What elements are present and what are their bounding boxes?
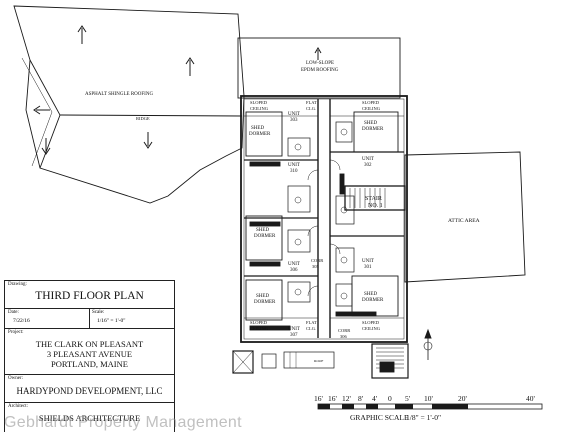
project-address: 3 PLEASANT AVENUE: [46, 349, 133, 359]
sloped-ceiling-label: CEILING: [362, 106, 381, 111]
roof-label-main: ASPHALT SHINGLE ROOFING: [85, 92, 153, 97]
title-block-drawing: Drawing: THIRD FLOOR PLAN: [4, 280, 175, 308]
architect-caption: Architect:: [8, 404, 28, 409]
dormer-label: DORMER: [249, 132, 271, 137]
attic-label: ATTIC AREA: [448, 218, 480, 224]
dormer-label: DORMER: [254, 234, 276, 239]
unit-label: UNIT: [362, 157, 374, 162]
title-block-architect: Architect: SHIELDS ARCHITECTURE: [4, 402, 175, 432]
stair-label-1: STAIR: [365, 196, 382, 202]
dormer-label: DORMER: [362, 298, 384, 303]
attic-area-outline: [404, 151, 526, 283]
scale-tick-label: 12': [342, 394, 352, 403]
roof-label-low-2: EPDM ROOFING: [301, 68, 339, 73]
scale-tick-label: 4': [372, 394, 378, 403]
flat-ceiling-label: CLG.: [306, 326, 316, 331]
stair-1: [344, 185, 406, 211]
low-slope-roof: [237, 37, 401, 99]
dormer-label: SHED: [256, 294, 269, 299]
unit-number: 301: [364, 265, 372, 270]
scale-caption-tb: Scale:: [92, 310, 105, 315]
scale-tick-label: 40': [526, 394, 536, 403]
stair-label-2: NO. 1: [368, 203, 383, 209]
unit-number: 310: [290, 169, 298, 174]
roof-label-low-1: LOW-SLOPE: [306, 61, 334, 66]
flat-ceiling-label: FLAT: [306, 320, 317, 325]
flat-ceiling-label: CLG.: [306, 106, 316, 111]
scale-caption: GRAPHIC SCALE: [350, 413, 409, 422]
roof-slope-arrows: [33, 25, 322, 155]
north-arrow: [423, 328, 433, 360]
drawing-caption: Drawing:: [8, 282, 27, 287]
unit-number: 307: [290, 333, 298, 338]
project-name: THE CLARK ON PLEASANT: [35, 339, 144, 349]
drawing-title: THIRD FLOOR PLAN: [35, 290, 144, 302]
asphalt-roof-outline: [13, 5, 245, 204]
building-outline: [240, 95, 408, 343]
owner-caption: Owner:: [8, 376, 23, 381]
watermark: Gebhardt Property Management: [4, 414, 242, 431]
title-block-project: Project: THE CLARK ON PLEASANT 3 PLEASAN…: [4, 328, 175, 374]
corridor-label: CORR: [311, 258, 323, 263]
graphic-scale-bar: [317, 403, 543, 410]
scale-tick-label: 16': [314, 394, 324, 403]
dormer-label: SHED: [364, 292, 377, 297]
dormer-label: SHED: [364, 121, 377, 126]
dormer-label: SHED: [251, 126, 264, 131]
scale-ratio: 1/8" = 1'-0": [406, 413, 441, 422]
title-block-date-scale: Date: 7/22/16 Scale: 1/16" = 1'-0": [4, 308, 175, 328]
date-caption: Date:: [8, 310, 19, 315]
unit-number: 303: [290, 118, 298, 123]
unit-label: UNIT: [288, 327, 300, 332]
unit-number: 302: [364, 163, 372, 168]
scale-tick-label: 0: [388, 394, 392, 403]
shed-dormer: [353, 111, 399, 153]
shed-dormer: [245, 111, 283, 157]
flat-ceiling-label: FLAT: [306, 100, 317, 105]
sloped-ceiling-label: CEILING: [250, 106, 269, 111]
corridor-label: 305: [312, 264, 320, 269]
date-value: 7/22/16: [13, 318, 30, 324]
unit-label: UNIT: [288, 262, 300, 267]
dormer-label: DORMER: [254, 300, 276, 305]
scale-tick-label: 5': [405, 394, 411, 403]
scale-tick-label: 20': [458, 394, 468, 403]
shed-dormer: [245, 215, 283, 261]
scale-tick-label: 8': [358, 394, 364, 403]
sloped-ceiling-label: CEILING: [362, 326, 381, 331]
dormer-label: SHED: [256, 228, 269, 233]
sloped-ceiling-label: SLOPED: [362, 320, 380, 325]
project-city: PORTLAND, MAINE: [51, 359, 128, 369]
ridge-line: [59, 114, 243, 117]
architect-name: SHIELDS ARCHITECTURE: [38, 413, 141, 423]
shed-dormer: [245, 279, 283, 321]
sloped-ceiling-label: SLOPED: [250, 100, 268, 105]
ridge-label: RIDGE: [136, 116, 150, 121]
corridor-label: CORR: [338, 328, 350, 333]
unit-label: UNIT: [288, 112, 300, 117]
unit-label: UNIT: [288, 163, 300, 168]
scale-tick-label: 16': [328, 394, 338, 403]
egress-stair: [371, 343, 409, 379]
sloped-ceiling-label: SLOPED: [362, 100, 380, 105]
title-block-owner: Owner: HARDYPOND DEVELOPMENT, LLC: [4, 374, 175, 402]
dormer-label: DORMER: [362, 127, 384, 132]
sloped-ceiling-label: CEILING: [250, 326, 269, 331]
owner-name: HARDYPOND DEVELOPMENT, LLC: [16, 386, 163, 396]
roof-label-small: ROOF: [314, 359, 323, 363]
scale-value: 1/16" = 1'-0": [97, 318, 126, 324]
project-caption: Project:: [8, 330, 24, 335]
corridor-label: 306: [340, 334, 348, 339]
unit-label: UNIT: [362, 259, 374, 264]
unit-number: 306: [290, 268, 298, 273]
scale-tick-label: 10': [424, 394, 434, 403]
sloped-ceiling-label: SLOPED: [250, 320, 268, 325]
